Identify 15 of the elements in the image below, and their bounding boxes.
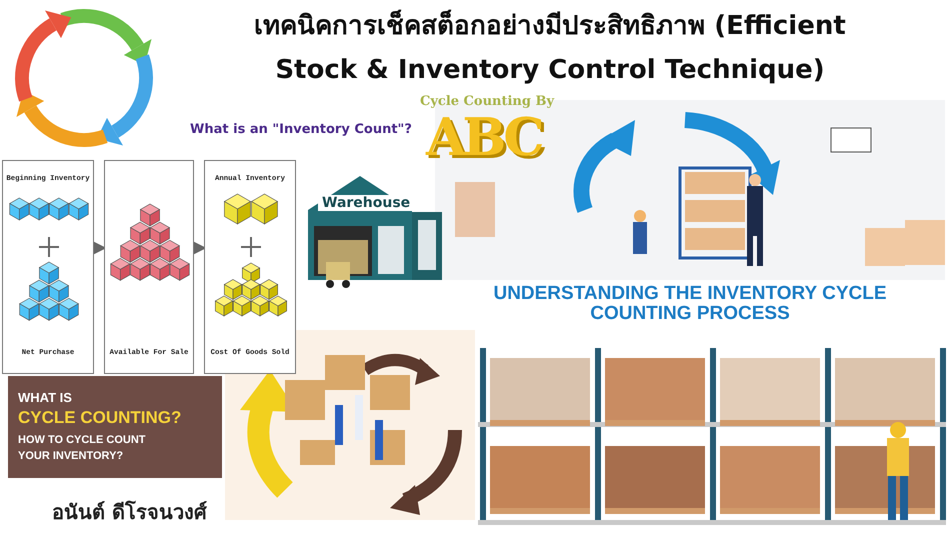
sign-text: Warehouse	[318, 195, 414, 211]
author-name: อนันต์ ดีโรจนวงศ์	[52, 499, 207, 526]
inventory-panel	[2, 160, 94, 374]
title-text: เทคนิคการเช็คสต็อกอย่างมีประสิทธิภาพ (Efficient Stock & Inventory Control Technique)	[253, 8, 847, 87]
banner-heading: UNDERSTANDING THE INVENTORY CYCLE COUNTING PROCESS	[492, 284, 888, 324]
subtitle-text: What is an "Inventory Count"?	[190, 122, 412, 137]
heading-text: Cycle Counting By	[420, 94, 554, 109]
banner-heading: CYCLE COUNTING?	[18, 408, 182, 428]
inventory-panel	[204, 160, 296, 374]
inventory-panel	[104, 160, 194, 374]
letters-text: ABC	[426, 107, 541, 170]
arrow	[192, 240, 206, 256]
arrow	[92, 240, 106, 256]
banner-kicker: WHAT IS	[18, 390, 72, 405]
banner-subheading: HOW TO CYCLE COUNT YOUR INVENTORY?	[18, 433, 147, 464]
